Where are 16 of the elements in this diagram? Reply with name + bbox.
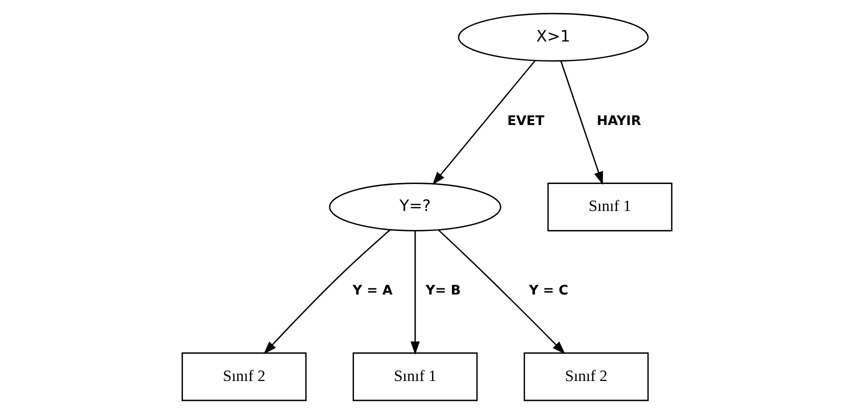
edge-label: HAYIR bbox=[596, 114, 642, 129]
edge-label: Y = C bbox=[528, 284, 568, 298]
node-ellipse: X>1 bbox=[458, 12, 649, 62]
edge-label: EVET bbox=[507, 114, 544, 129]
arrow bbox=[264, 229, 391, 354]
node-box: Sınıf 2 bbox=[524, 352, 649, 402]
node-box: Sınıf 2 bbox=[182, 352, 307, 402]
node-ellipse: Y=? bbox=[328, 182, 502, 232]
arrow bbox=[438, 230, 566, 354]
edge-label: Y = A bbox=[352, 284, 393, 298]
edge-label: Y= B bbox=[426, 284, 461, 298]
arrow bbox=[560, 60, 603, 185]
node-box: Sınıf 1 bbox=[352, 352, 478, 402]
arrow bbox=[432, 60, 536, 185]
node-box: Sınıf 1 bbox=[547, 182, 672, 232]
arrow bbox=[410, 230, 420, 355]
